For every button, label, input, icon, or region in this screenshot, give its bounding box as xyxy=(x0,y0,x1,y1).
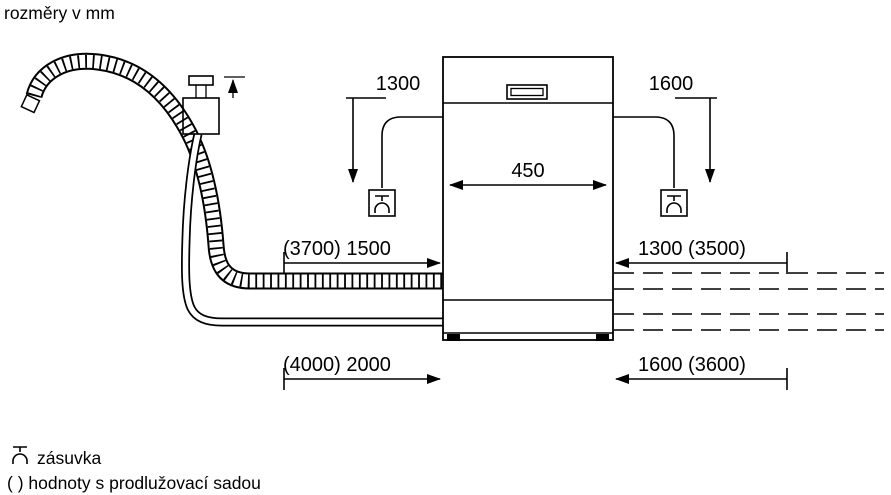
drain-hose xyxy=(20,52,443,290)
dimension-right-hose-lower-label: 1600 (3600) xyxy=(638,354,746,376)
legend-note: ( ) hodnoty s prodlužovací sadou xyxy=(7,473,261,493)
dimension-right-hose-upper-label: 1300 (3500) xyxy=(638,238,746,260)
tap-height-arrow xyxy=(224,76,245,98)
power-cord-right xyxy=(613,116,675,188)
hose-extension-dashed-lines xyxy=(614,272,884,331)
dimension-right-hose-upper: 1300 (3500) xyxy=(615,238,788,274)
control-panel xyxy=(506,84,548,100)
dimension-left-hose-lower-label: (4000) 2000 xyxy=(283,354,391,376)
aquastop-valve xyxy=(182,75,220,135)
power-cord-left xyxy=(381,116,443,188)
dimension-left-hose-lower: (4000) 2000 xyxy=(283,354,441,390)
socket-right xyxy=(660,189,688,217)
socket-left xyxy=(368,189,396,217)
dimension-right-hose-lower: 1600 (3600) xyxy=(615,354,788,390)
socket-icon xyxy=(12,446,28,465)
legend-socket-label: zásuvka xyxy=(37,448,101,468)
foot-right xyxy=(596,334,609,341)
dimension-left-cord-label: 1300 xyxy=(376,73,421,95)
dimension-left-cord: 1300 xyxy=(346,73,421,183)
foot-left xyxy=(447,334,460,341)
dimension-right-cord: 1600 xyxy=(649,73,717,183)
dimension-width: 450 xyxy=(449,160,607,190)
dimension-right-cord-label: 1600 xyxy=(649,73,694,95)
supply-hose xyxy=(181,132,443,327)
legend: zásuvka ( ) hodnoty s prodlužovací sadou xyxy=(7,446,261,493)
diagram-title: rozměry v mm xyxy=(4,3,115,23)
socket-icon xyxy=(374,195,390,214)
dimension-width-label: 450 xyxy=(511,160,544,182)
hose-end-fitting xyxy=(20,93,41,114)
dimension-left-hose-upper: (3700) 1500 xyxy=(283,238,441,274)
control-panel-display xyxy=(510,87,544,97)
dishwasher-outline xyxy=(442,56,614,341)
dimension-left-hose-upper-label: (3700) 1500 xyxy=(283,238,391,260)
socket-icon xyxy=(666,195,682,214)
